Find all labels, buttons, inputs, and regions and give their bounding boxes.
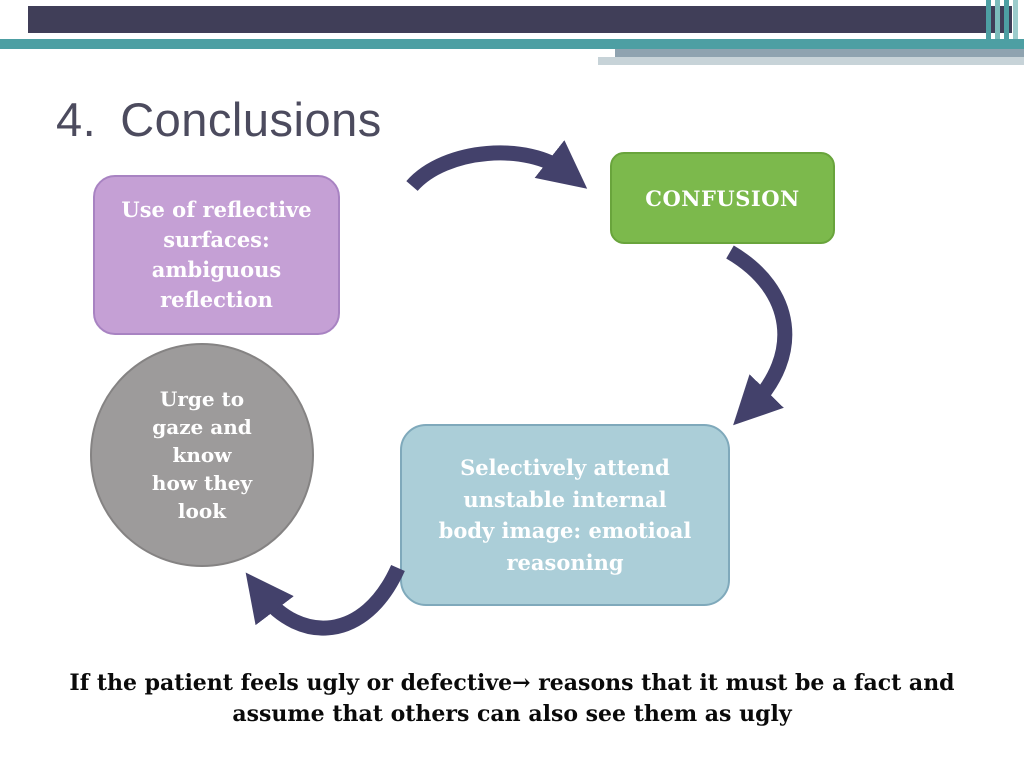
stripe	[986, 0, 991, 46]
teal-accent-bar	[0, 39, 1024, 49]
title-number: 4.	[56, 93, 97, 146]
stripe	[1004, 0, 1009, 46]
curved-arrow-top-icon	[406, 140, 588, 192]
stripe	[1013, 0, 1018, 46]
slide-title: 4. Conclusions	[56, 92, 382, 147]
stripe	[995, 0, 1000, 46]
corner-stripes-decoration	[986, 0, 1018, 46]
footer-text: If the patient feels ugly or defective→ …	[69, 670, 955, 727]
accent-bar-2	[598, 57, 1024, 65]
node-confusion: CONFUSION	[610, 152, 835, 244]
curved-arrow-right-icon	[726, 245, 793, 426]
title-text: Conclusions	[120, 93, 382, 146]
curved-arrow-bottom-icon	[245, 564, 405, 636]
node-confusion-label: CONFUSION	[645, 185, 800, 211]
accent-bar-1	[615, 49, 1024, 57]
header-bar	[28, 6, 1012, 33]
